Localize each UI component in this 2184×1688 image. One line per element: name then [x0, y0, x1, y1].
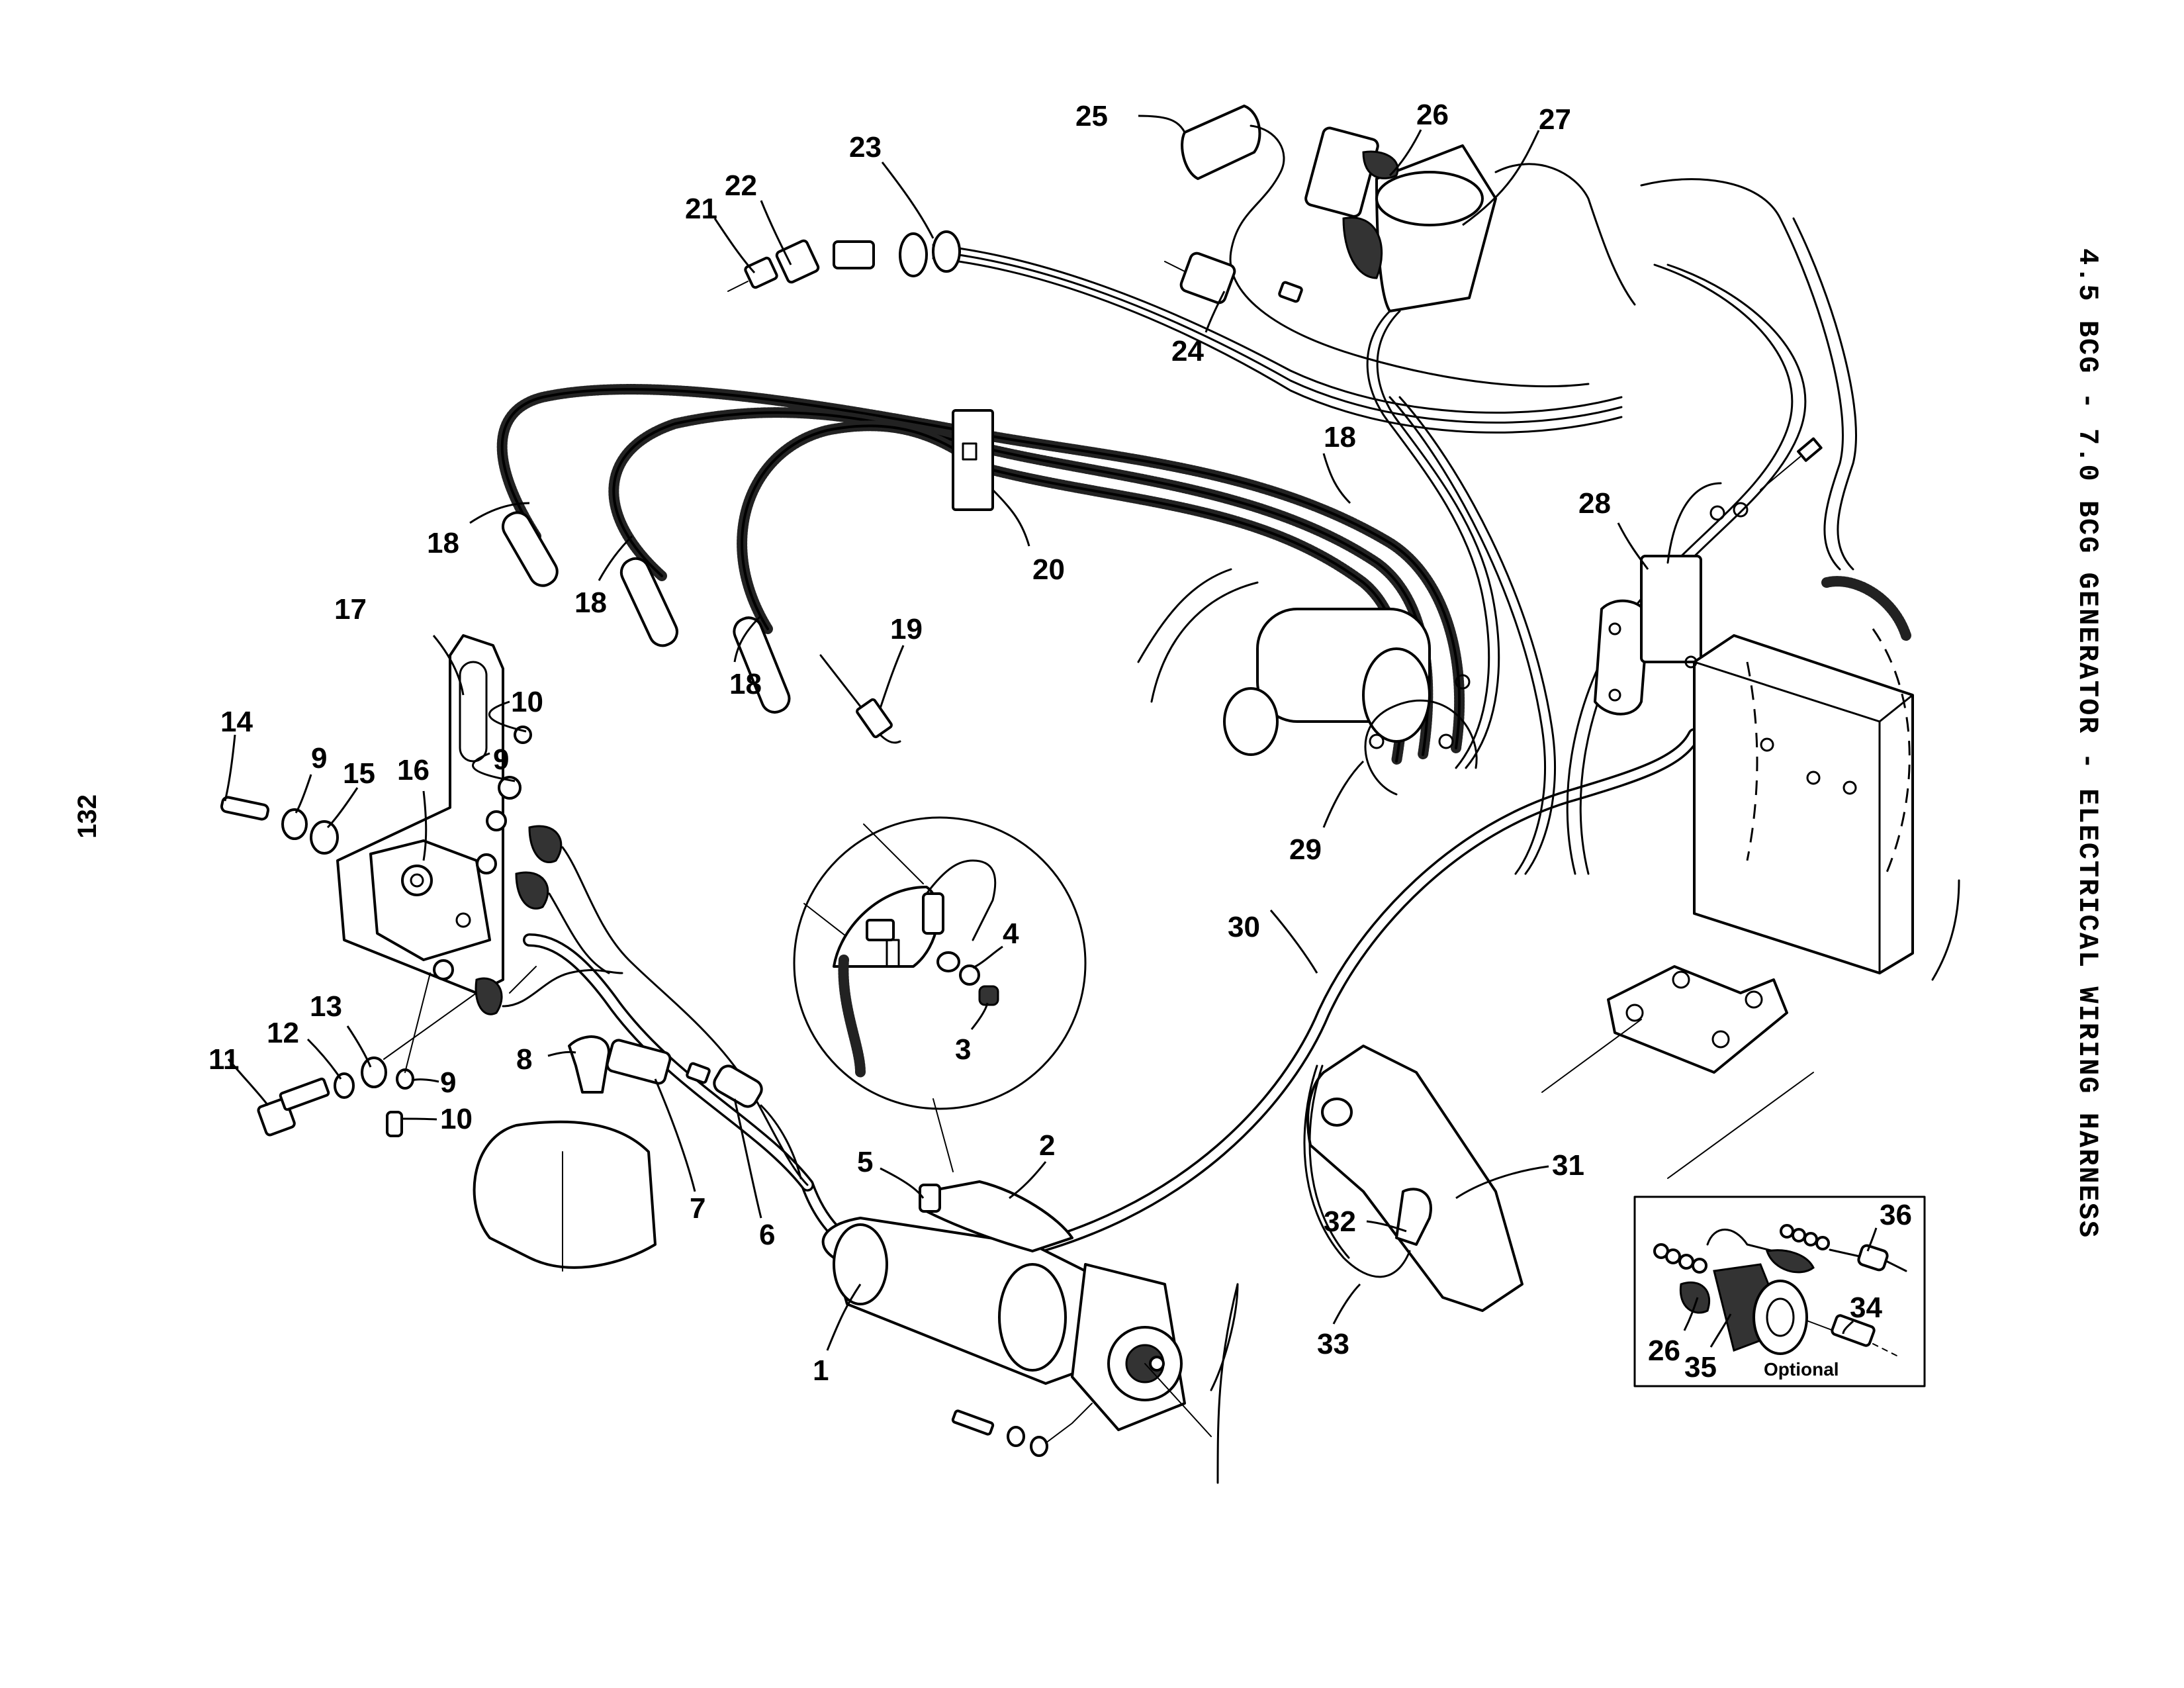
washer-part-4: [959, 964, 980, 986]
callout-30: 30: [1228, 911, 1260, 943]
switch-part-7: [606, 1039, 672, 1085]
callout-8: 8: [516, 1043, 532, 1076]
air-cleaner-part-31: [1306, 1045, 1524, 1312]
sender-harness: [727, 230, 1623, 434]
nut-part-3: [978, 985, 999, 1006]
condenser-part-25: [1181, 105, 1261, 180]
callout-17: 17: [334, 593, 367, 626]
fitting-part-36: [1829, 1244, 1907, 1272]
callout-33: 33: [1317, 1328, 1349, 1360]
page-title: 4.5 BCG - 7.0 BCG GENERATOR - ELECTRICAL…: [2071, 248, 2103, 1239]
callout-10b: 10: [440, 1103, 473, 1135]
screw-part-10: [514, 726, 532, 744]
terminal-boot-part-26-inset: [1653, 1243, 1711, 1314]
callout-5: 5: [857, 1146, 873, 1178]
callout-9a: 9: [311, 742, 327, 774]
callout-20: 20: [1032, 553, 1065, 586]
control-box: [1541, 576, 1960, 1179]
callout-18d: 18: [1324, 421, 1356, 453]
sleeve-part-6: [713, 1064, 763, 1108]
washer-part-12: [334, 1072, 355, 1099]
callout-4: 4: [1003, 917, 1019, 950]
callout-31: 31: [1552, 1149, 1584, 1182]
callout-26b: 26: [1648, 1335, 1680, 1367]
air-intake-assembly: [1303, 1045, 1524, 1312]
callout-22: 22: [725, 169, 757, 202]
callout-18b: 18: [574, 586, 607, 619]
adapter-part-34: [1806, 1314, 1900, 1358]
coil-boot-part-26: [1304, 126, 1379, 218]
washer-part-9: [281, 808, 308, 840]
callout-15: 15: [343, 757, 375, 790]
callout-23: 23: [849, 131, 882, 164]
callout-7: 7: [690, 1192, 705, 1225]
resistor-part-24: [1164, 252, 1303, 305]
starter-motor-part-1: [821, 1180, 1239, 1484]
callout-12: 12: [267, 1017, 299, 1049]
solenoid-bracket-assembly: [220, 634, 809, 1186]
filter-part-35: [1713, 1263, 1808, 1355]
terminal-ring: [936, 951, 960, 972]
spark-plug-leads: [496, 384, 1556, 875]
sender-part-22: [727, 239, 820, 292]
callout-34: 34: [1850, 1291, 1882, 1324]
detail-view-circle: [793, 816, 1087, 1172]
callout-labels: 1 2 3 4 5 6 7 8 9 9 9 10 10 11 12 13 14 …: [208, 99, 1912, 1387]
callout-18c: 18: [729, 668, 762, 700]
callout-18a: 18: [427, 527, 459, 559]
callout-leaders: [224, 115, 1878, 1351]
screw-part-14: [220, 796, 270, 821]
callout-24: 24: [1171, 335, 1204, 367]
callout-3: 3: [955, 1033, 971, 1066]
screw-part-10-lower: [386, 1111, 403, 1137]
washer-part-15: [310, 820, 339, 855]
callout-25: 25: [1075, 100, 1108, 132]
ignition-coil-assembly: [1164, 105, 1636, 769]
callout-36: 36: [1880, 1199, 1912, 1231]
washer-part-13: [361, 1056, 387, 1088]
callout-11: 11: [208, 1043, 240, 1076]
callout-14: 14: [220, 706, 253, 738]
callout-1: 1: [813, 1354, 829, 1387]
callout-32: 32: [1324, 1205, 1356, 1238]
callout-13: 13: [310, 990, 342, 1023]
callout-28: 28: [1578, 487, 1611, 520]
page-number: 132: [73, 794, 102, 839]
callout-19: 19: [890, 613, 923, 645]
callout-10a: 10: [511, 686, 543, 718]
callout-6: 6: [759, 1219, 775, 1251]
callout-35: 35: [1684, 1351, 1717, 1383]
distributor-part-29: [1137, 568, 1478, 796]
connector-plug: [833, 240, 875, 269]
ballast-resistor-part-28: [1594, 437, 1823, 716]
terminal-boot-part-5: [919, 1184, 941, 1213]
callout-9c: 9: [440, 1066, 456, 1099]
callout-21: 21: [685, 193, 717, 225]
callout-2: 2: [1039, 1129, 1055, 1162]
inset-caption-optional: Optional: [1764, 1359, 1839, 1380]
starter-solenoid-part-2: [925, 1180, 1073, 1252]
callout-16: 16: [397, 754, 430, 786]
optional-inset: Optional: [1633, 1196, 1926, 1387]
elbow-part-8: [568, 1035, 610, 1094]
spark-plug-part-19: [819, 654, 901, 744]
grommet-part-23: [899, 232, 928, 277]
callout-27: 27: [1539, 103, 1571, 136]
callout-26a: 26: [1416, 99, 1449, 131]
bolt-part-11: [257, 1077, 330, 1137]
callout-29: 29: [1289, 833, 1322, 866]
callout-9b: 9: [493, 743, 509, 776]
oil-pressure-sender-assembly: [473, 1035, 802, 1272]
